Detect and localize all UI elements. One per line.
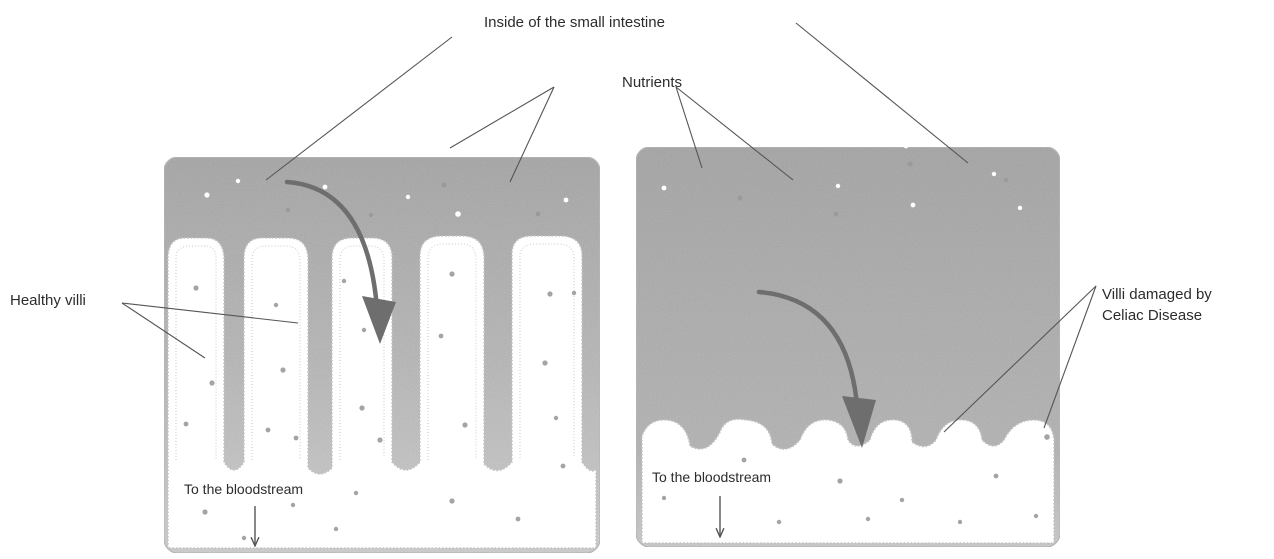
- damaged-villi-label-line2: Celiac Disease: [1102, 307, 1202, 324]
- healthy-panel: To the bloodstream: [164, 157, 600, 553]
- damaged-villi-label-line1: Villi damaged by: [1102, 286, 1212, 303]
- bloodstream-label-left: To the bloodstream: [184, 481, 303, 497]
- nutrients-leader-1: [450, 87, 554, 148]
- healthy-villi-label: Healthy villi: [10, 292, 86, 309]
- nutrients-label: Nutrients: [622, 74, 682, 91]
- title-label: Inside of the small intestine: [484, 14, 665, 31]
- damaged-panel: To the bloodstream: [636, 144, 1060, 547]
- bloodstream-label-right: To the bloodstream: [652, 469, 771, 485]
- title-leader-right: [796, 23, 968, 163]
